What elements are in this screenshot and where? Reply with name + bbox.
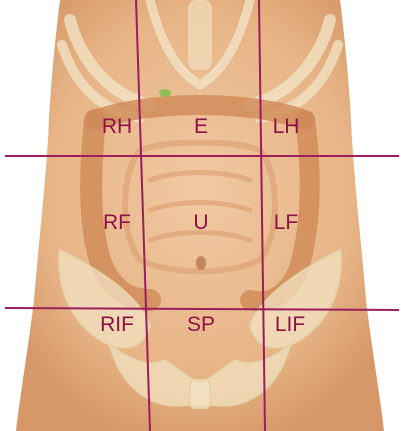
label-right-hypochondriac: RH <box>102 115 132 138</box>
label-suprapubic: SP <box>187 313 215 336</box>
label-right-iliac-fossa: RIF <box>100 313 134 336</box>
navel <box>196 256 206 270</box>
label-right-flank: RF <box>103 211 131 234</box>
label-left-flank: LF <box>274 211 299 234</box>
label-left-hypochondriac: LH <box>273 115 300 138</box>
label-umbilical: U <box>193 211 208 234</box>
label-left-iliac-fossa: LIF <box>275 313 305 336</box>
label-epigastric: E <box>194 115 208 138</box>
